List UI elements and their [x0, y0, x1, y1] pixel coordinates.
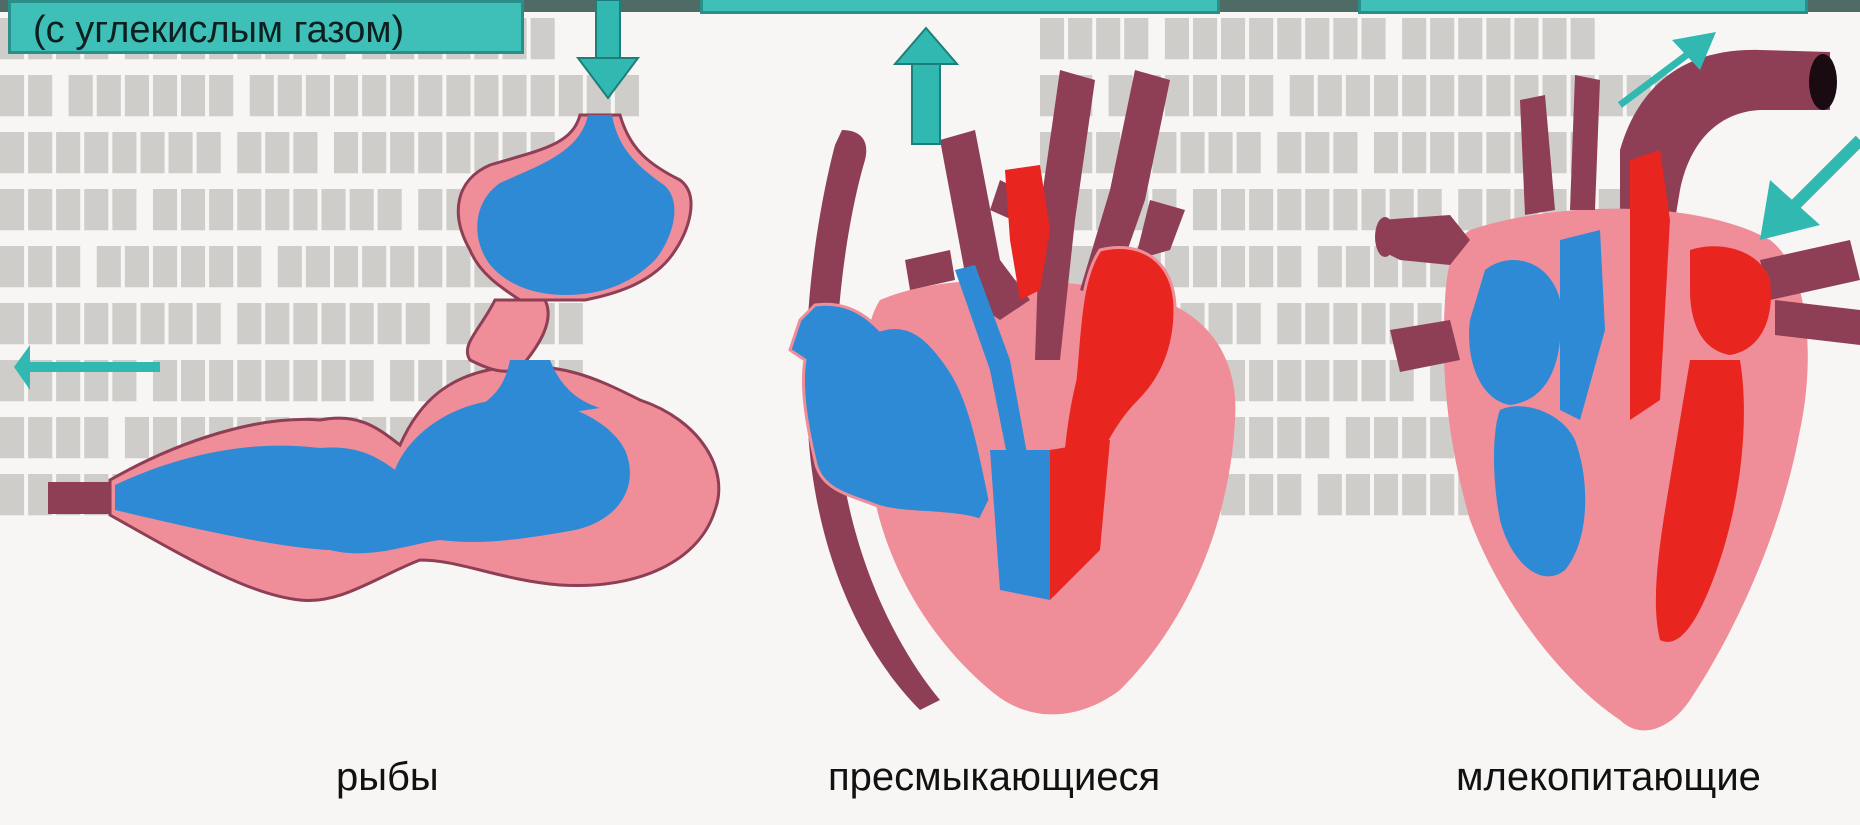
- arrow-up-reptile: [895, 28, 957, 144]
- fish-blood-sinus: [477, 115, 674, 295]
- caption-mammals: млекопитающие: [1456, 755, 1761, 800]
- reptile-heart: [790, 70, 1235, 714]
- caption-fish: рыбы: [336, 755, 439, 800]
- mammal-trunk-2: [1570, 75, 1600, 210]
- mammal-aorta-opening: [1809, 54, 1837, 110]
- fish-heart: [48, 115, 719, 601]
- mammal-vessel-left-end: [1375, 217, 1395, 257]
- arrow-left: [14, 345, 160, 390]
- arrow-down-fish: [578, 0, 638, 98]
- fish-outflow-vessel: [48, 482, 118, 514]
- arrow-down-left-mammal: [1760, 140, 1860, 240]
- mammal-heart: [1375, 50, 1860, 730]
- mammal-trunk-1: [1520, 95, 1555, 215]
- caption-reptiles: пресмыкающиеся: [828, 755, 1160, 800]
